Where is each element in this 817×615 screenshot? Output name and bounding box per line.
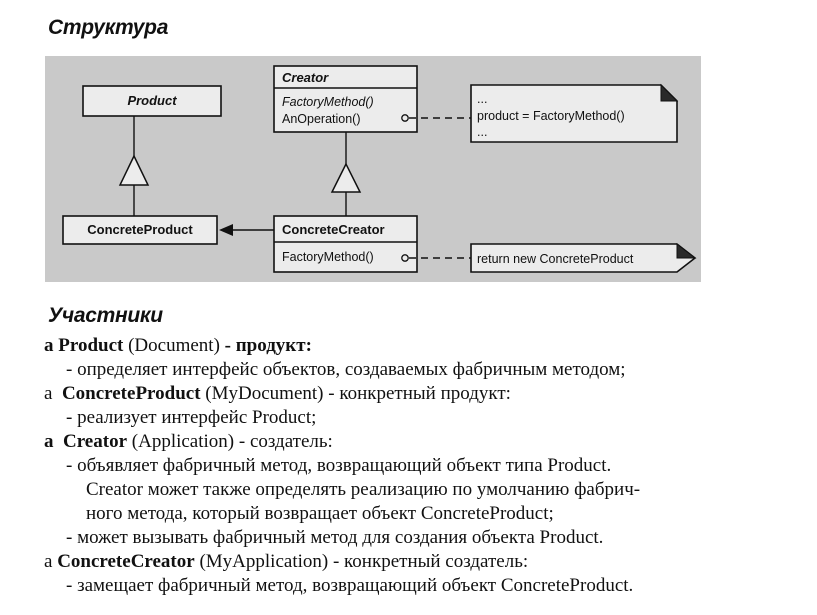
participant-concrete-product: a ConcreteProduct (MyDocument) - конкрет…	[44, 382, 804, 406]
class-creator-name: Creator	[282, 70, 329, 85]
participant-item-continuation: ного метода, который возвращает объект C…	[86, 503, 554, 524]
participant-item: - реализует интерфейс Product;	[66, 407, 317, 428]
inheritance-product	[118, 116, 150, 216]
participant-name: Creator	[63, 431, 128, 452]
class-concrete-product: ConcreteProduct	[62, 215, 218, 245]
participant-concrete-creator: a ConcreteCreator (MyApplication) - конк…	[44, 550, 804, 574]
participant-role: - конкретный создатель:	[332, 551, 529, 572]
concrete-creator-op-factory-method: FactoryMethod()	[282, 250, 374, 264]
participants-list: a Product (Document) - продукт: - опреде…	[44, 334, 804, 598]
class-concrete-creator-name: ConcreteCreator	[282, 222, 385, 237]
dependency-arrow	[219, 224, 274, 236]
participant-item: - может вызывать фабричный метод для соз…	[66, 527, 604, 548]
section-heading-structure: Структура	[48, 16, 169, 39]
participant-item-continuation: Creator может также определять реализаци…	[86, 479, 641, 500]
participant-item: - замещает фабричный метод, возвращающий…	[66, 575, 634, 596]
participant-role: - продукт:	[224, 335, 312, 356]
note1-line3: ...	[477, 125, 487, 139]
class-diagram: Product Creator FactoryMethod() AnOperat…	[45, 56, 701, 282]
section-heading-participants: Участники	[48, 304, 163, 327]
participant-name: ConcreteCreator	[57, 551, 195, 572]
creator-op-factory-method: FactoryMethod()	[282, 95, 374, 109]
creator-op-an-operation: AnOperation()	[282, 112, 361, 126]
participant-role: - создатель:	[238, 431, 333, 452]
inheritance-creator	[330, 132, 362, 216]
note-creator-an-operation: ... product = FactoryMethod() ...	[470, 83, 679, 143]
participant-alias: (MyApplication)	[199, 551, 329, 572]
participant-marker: a	[44, 551, 53, 572]
participant-name: ConcreteProduct	[61, 383, 201, 404]
note1-line1: ...	[477, 92, 487, 106]
participant-name: Product	[58, 335, 124, 356]
participant-alias: (Application)	[131, 431, 235, 452]
class-product: Product	[82, 85, 222, 117]
participant-role: - конкретный продукт:	[328, 383, 511, 404]
participant-item: - определяет интерфейс объектов, создава…	[66, 359, 626, 380]
participant-alias: (Document)	[128, 335, 220, 356]
class-concrete-product-name: ConcreteProduct	[87, 222, 193, 237]
participant-marker: a	[44, 335, 54, 356]
note1-line2: product = FactoryMethod()	[477, 109, 625, 123]
participant-creator: a Creator (Application) - создатель:	[44, 430, 804, 454]
participant-marker: a	[44, 431, 54, 452]
class-concrete-creator: ConcreteCreator FactoryMethod()	[273, 215, 418, 273]
participant-product: a Product (Document) - продукт:	[44, 334, 804, 358]
note2-text: return new ConcreteProduct	[477, 252, 634, 266]
note-concrete-creator-factory-method: return new ConcreteProduct	[470, 242, 697, 273]
participant-marker: a	[44, 383, 53, 404]
class-creator: Creator FactoryMethod() AnOperation()	[273, 65, 418, 133]
class-product-name: Product	[127, 93, 177, 108]
participant-alias: (MyDocument)	[205, 383, 324, 404]
participant-item: - объявляет фабричный метод, возвращающи…	[66, 455, 612, 476]
